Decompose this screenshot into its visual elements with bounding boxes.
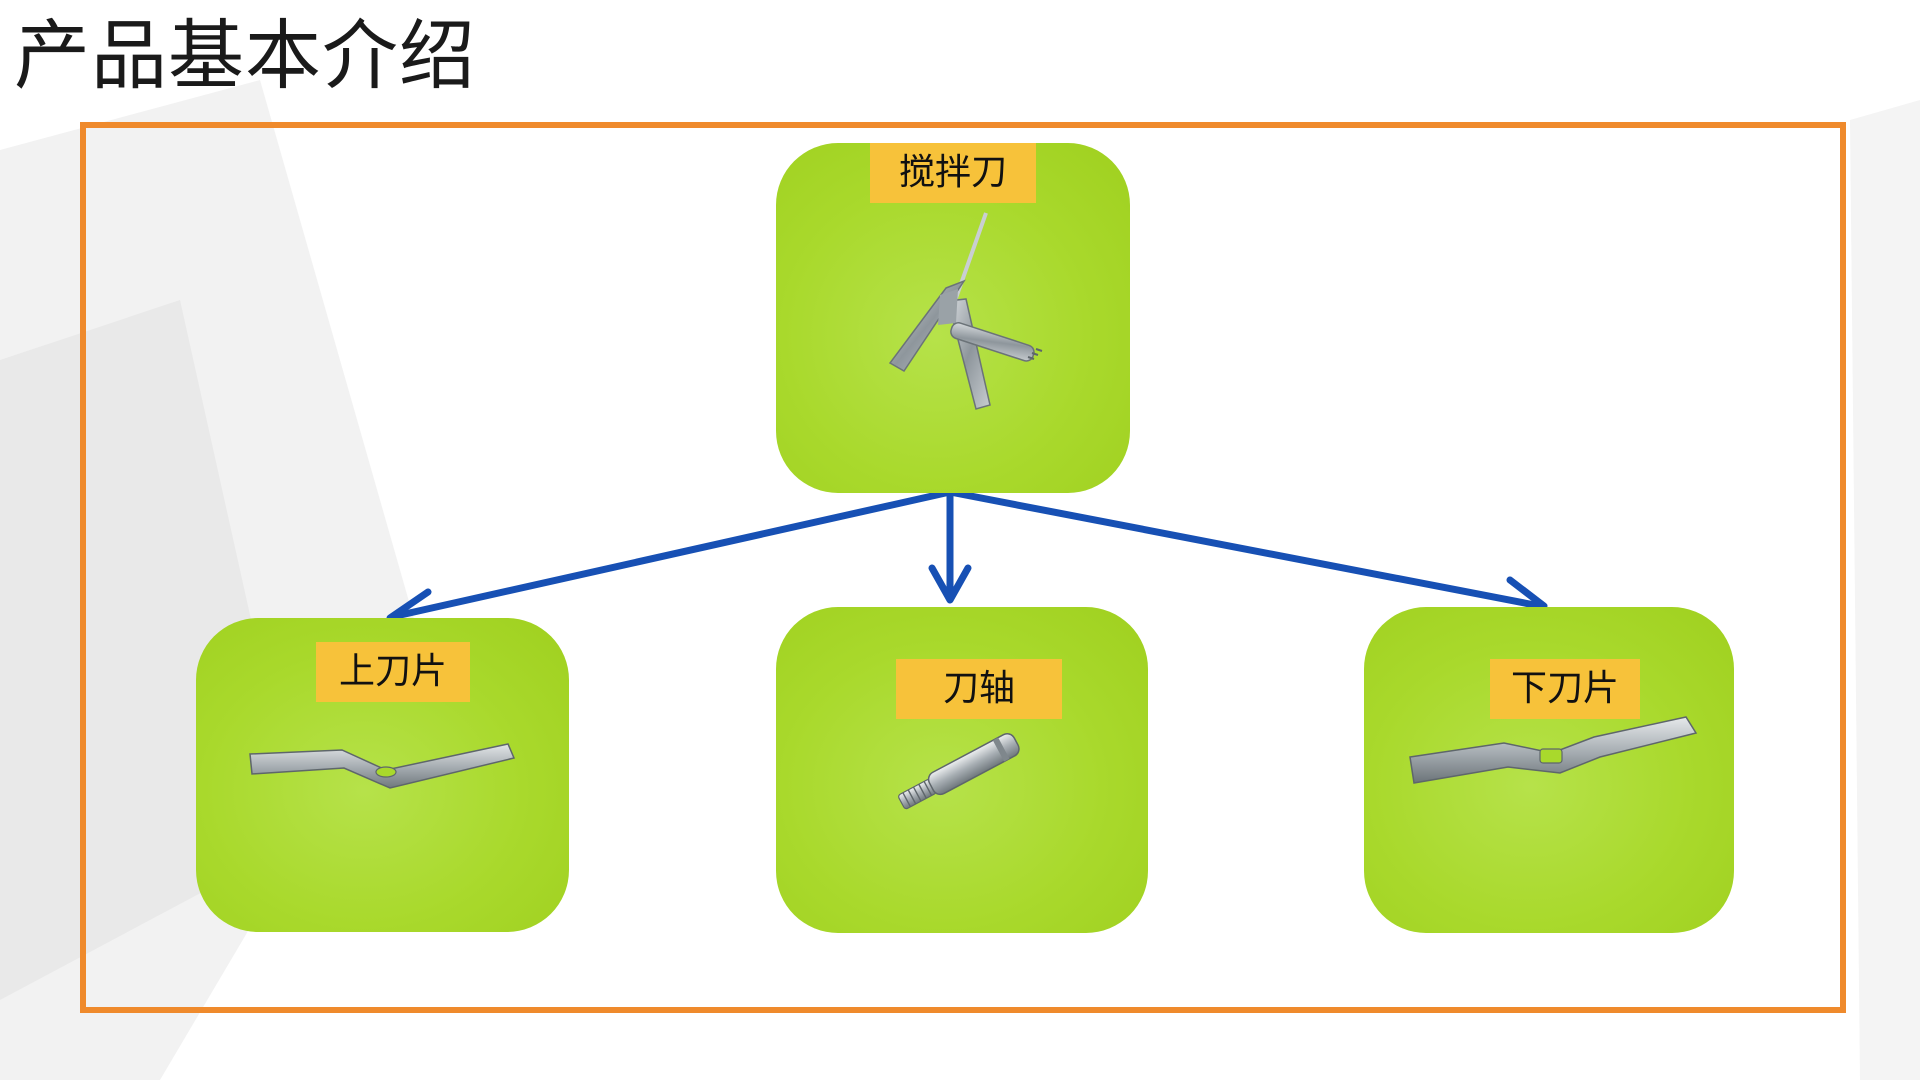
- diagram-frame: [80, 122, 1846, 1013]
- label-upper-blade: 上刀片: [316, 642, 470, 702]
- lower-blade-icon: [1409, 716, 1698, 784]
- card-blade-shaft: 刀轴: [776, 607, 1148, 933]
- card-upper-blade: 上刀片: [196, 618, 569, 932]
- arrowhead-blade-shaft: [928, 564, 972, 604]
- arrow-to-upper-blade: [392, 488, 954, 620]
- label-blade-shaft: 刀轴: [896, 659, 1062, 719]
- mixing-blade-assembly-icon: [888, 212, 1043, 410]
- card-mixing-blade: 搅拌刀: [776, 143, 1130, 493]
- page-title: 产品基本介绍: [14, 11, 476, 100]
- upper-blade-icon: [249, 743, 516, 789]
- label-lower-blade: 下刀片: [1490, 659, 1640, 719]
- label-mixing-blade: 搅拌刀: [870, 143, 1036, 203]
- arrow-to-lower-blade: [946, 488, 1544, 610]
- blade-shaft-icon: [898, 733, 1020, 810]
- card-lower-blade: 下刀片: [1364, 607, 1734, 933]
